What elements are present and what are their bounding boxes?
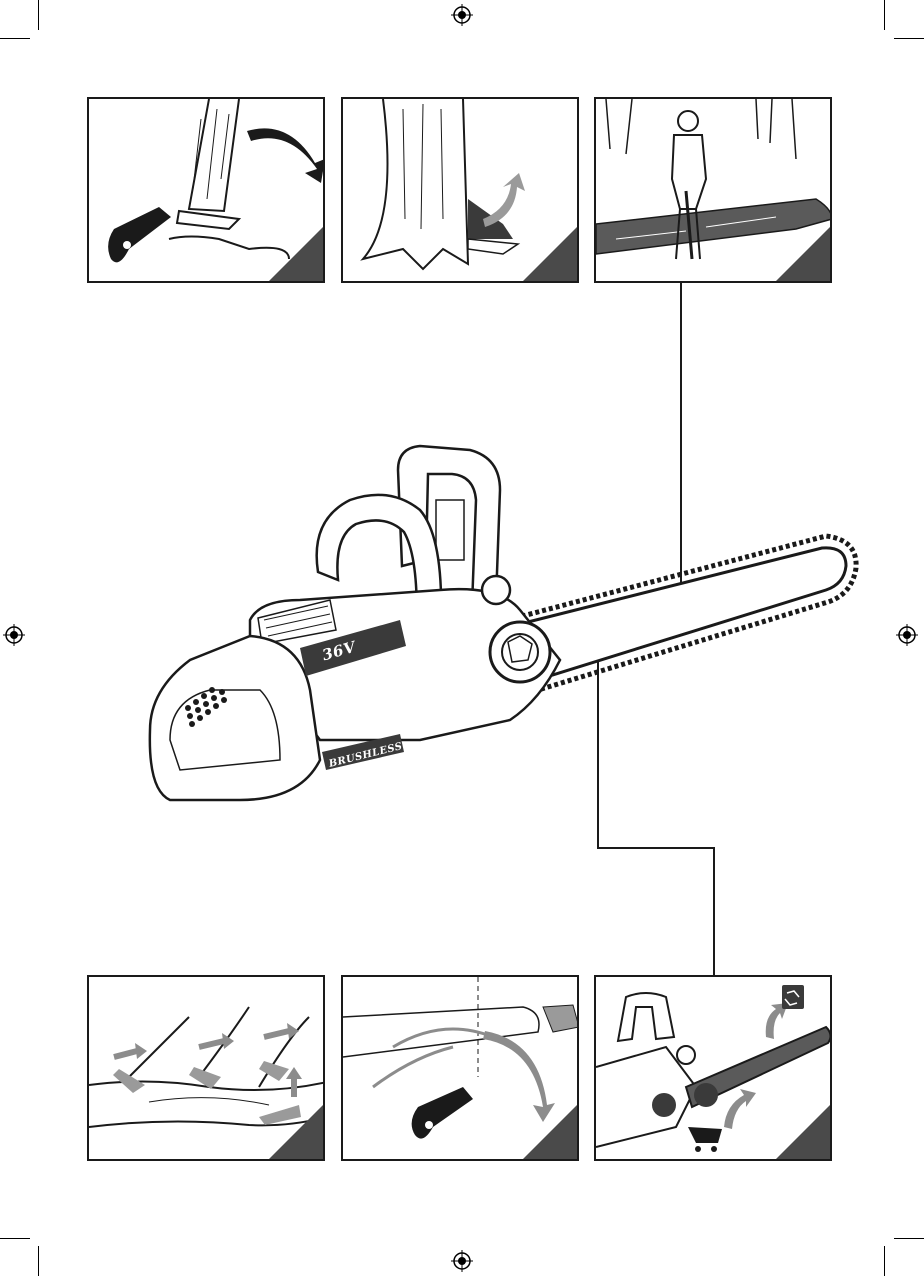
oil-cap	[482, 576, 510, 604]
callout-line	[598, 652, 714, 975]
guide-bar	[520, 548, 846, 682]
